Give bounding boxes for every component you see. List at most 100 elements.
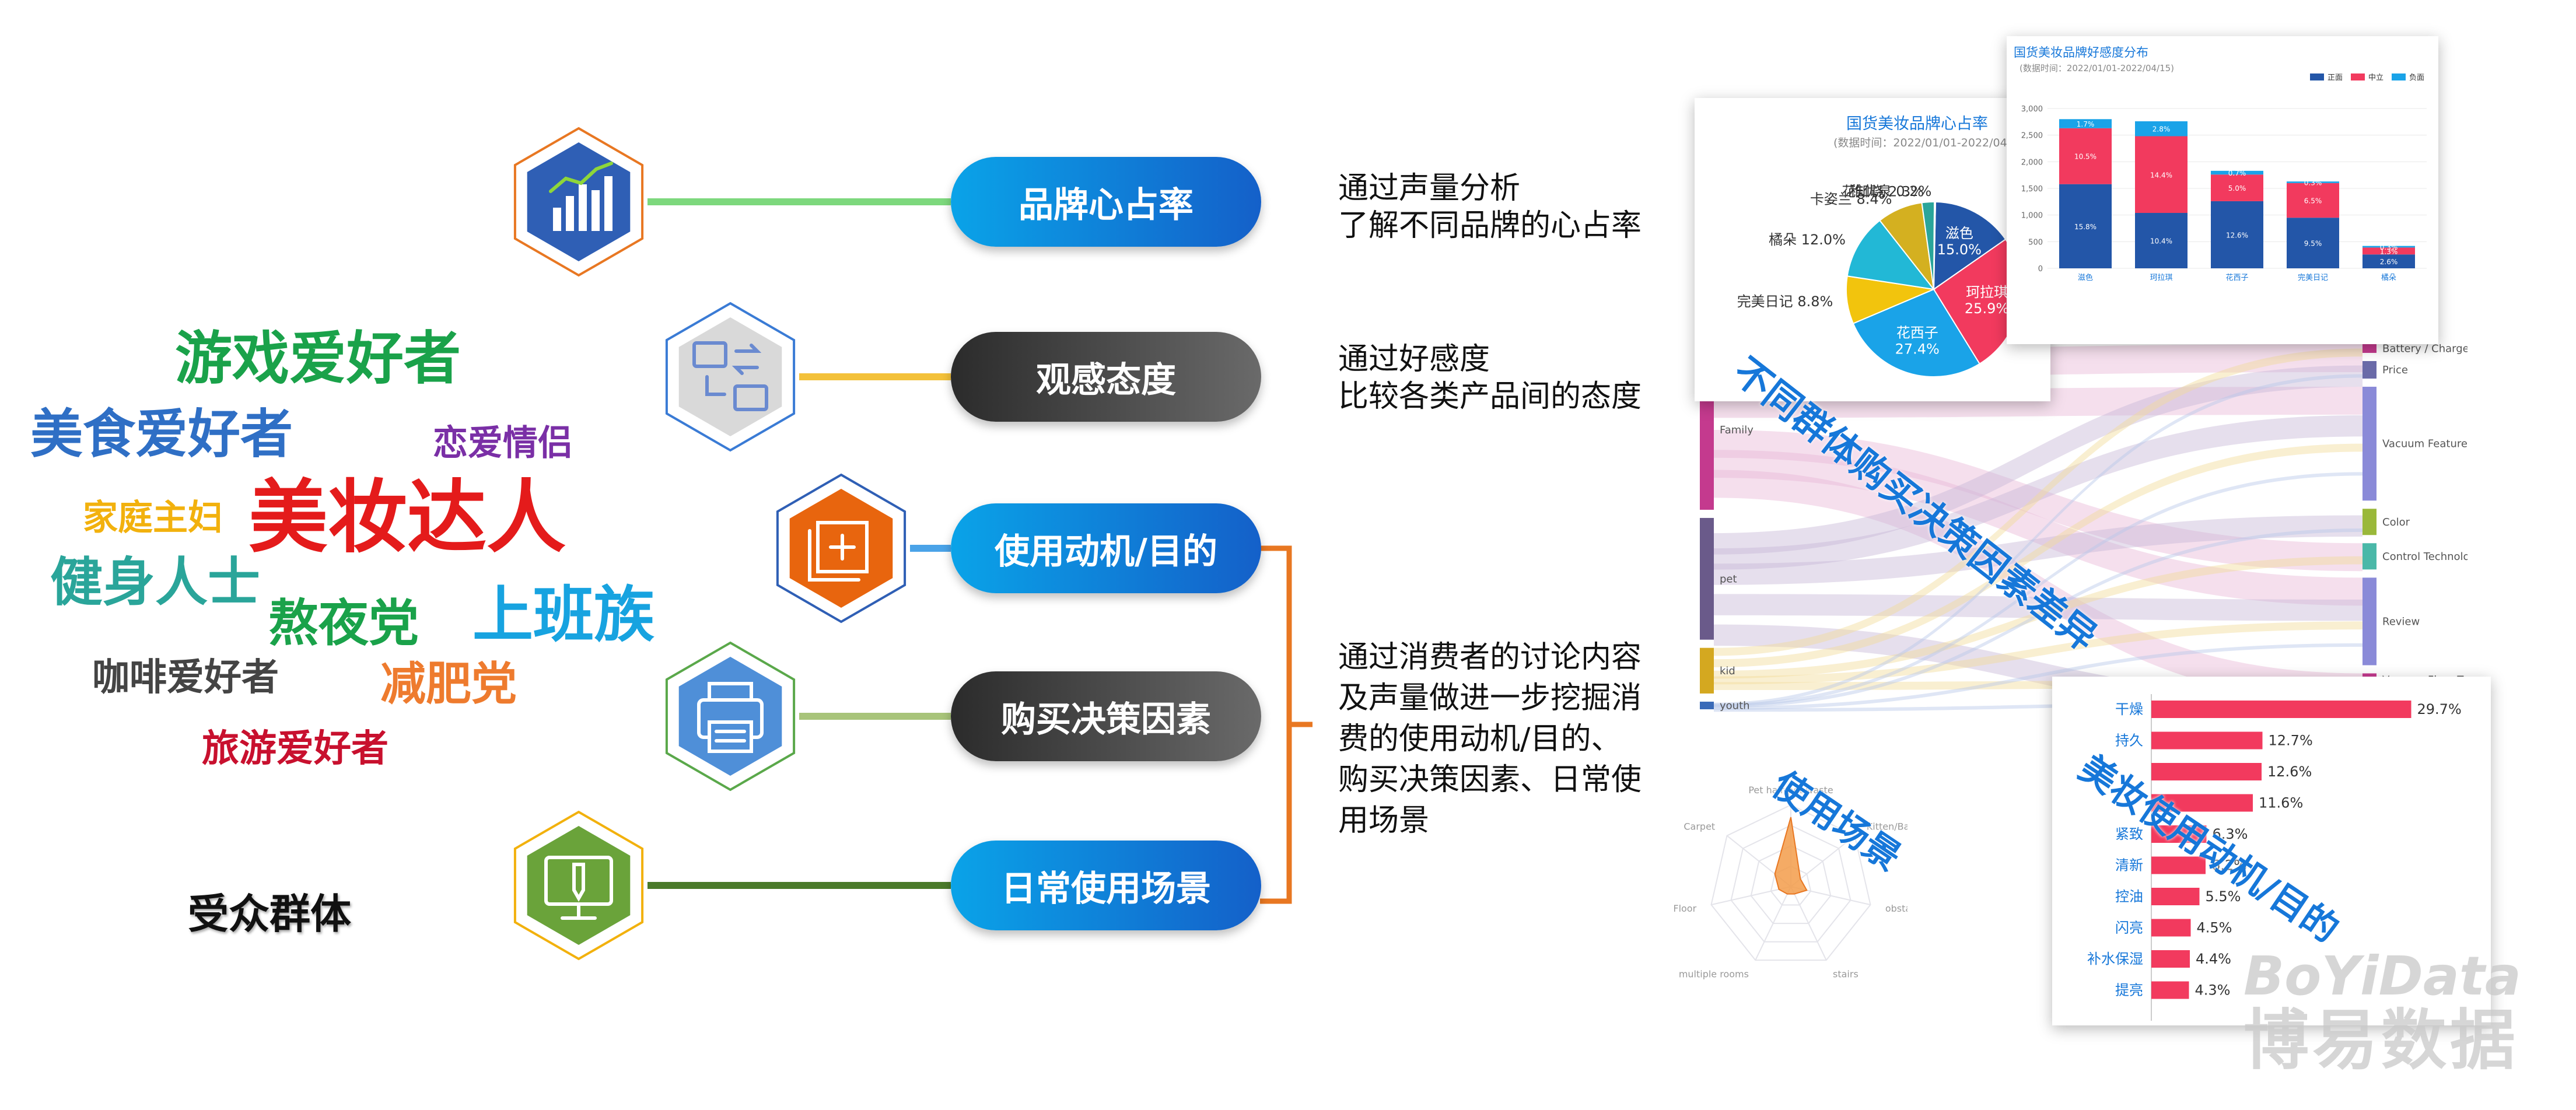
hbar-category: 紧致 <box>2115 826 2143 842</box>
radar-axis-label: Carpet <box>1684 821 1715 832</box>
pie-chart-subtitle: (数据时间：2022/01/01-2022/04/15) <box>1833 136 2029 149</box>
sankey-right-label: Review <box>2382 615 2420 628</box>
hbar-category: 提亮 <box>2115 982 2143 999</box>
bar-label: 0.3% <box>2304 178 2322 187</box>
hbar-bar <box>2151 919 2191 937</box>
hexagon-exchange-screens-icon <box>665 302 796 452</box>
bar-chart-icon <box>549 162 613 231</box>
audience-word: 美妆达人 <box>249 472 566 564</box>
stacked-bar <box>2287 181 2339 183</box>
radar-axis-label: Hard Floor <box>1674 903 1697 914</box>
bar-label: 0.7% <box>2228 169 2246 177</box>
pie-slice <box>1846 219 1936 290</box>
stacked-bar <box>2211 201 2263 268</box>
legend-label: 正面 <box>2328 73 2343 82</box>
y-tick: 3,000 <box>2021 105 2043 114</box>
hexagon-bar-chart-icon <box>513 127 644 277</box>
legend-swatch <box>2310 73 2324 80</box>
y-tick: 0 <box>2038 265 2043 274</box>
bar-label: 1.7% <box>2077 120 2095 128</box>
y-tick: 2,500 <box>2021 132 2043 141</box>
y-tick: 1,000 <box>2021 212 2043 220</box>
sankey-right-label: Price <box>2382 364 2408 376</box>
stacked-bar <box>2362 254 2415 268</box>
sankey-flow <box>1714 443 2362 667</box>
audience-word: 游戏爱好者 <box>175 325 461 392</box>
monitor-pen-icon <box>544 856 613 920</box>
sankey-flow <box>1714 621 2362 685</box>
bar-label: 0.3% <box>2380 243 2398 251</box>
audience-word: 上班族 <box>473 579 655 650</box>
hbar-bar <box>2151 950 2190 968</box>
pie-chart-card: 国货美妆品牌心占率 (数据时间：2022/01/01-2022/04/15) 滋… <box>1695 98 2050 401</box>
bar-label: 10.5% <box>2074 153 2096 161</box>
pill-attitude[interactable]: 观感态度 <box>951 332 1261 422</box>
y-tick: 1,500 <box>2021 185 2043 194</box>
hbar-bar <box>2151 701 2412 718</box>
pie-outer-label: 花知晓 2.3% <box>1842 183 1924 199</box>
radar-area <box>1774 817 1808 895</box>
radar-axis-label: multiple rooms <box>1679 969 1749 980</box>
sankey-left-label: pet <box>1720 573 1737 585</box>
watermark-logo: BoYiData 博易数据 <box>2244 945 2521 1079</box>
stacked-bar <box>2135 121 2188 136</box>
radar-axis-label: obstacles <box>1885 903 1908 914</box>
x-tick: 完美日记 <box>2298 274 2328 282</box>
pie-value: 15.0% <box>1937 241 1982 258</box>
hexagon-printer-icon <box>665 641 796 792</box>
stacked-bar <box>2135 136 2188 213</box>
radar-axis-label: stairs <box>1833 969 1859 980</box>
bar-label: 2.8% <box>2152 125 2171 134</box>
pie-slice <box>1852 288 1981 377</box>
printer-icon <box>697 682 764 753</box>
pill-purchase-factors[interactable]: 购买决策因素 <box>951 671 1261 761</box>
stacked-bar <box>2362 246 2415 248</box>
sankey-flow <box>1714 365 2362 555</box>
audience-word: 旅游爱好者 <box>202 727 388 771</box>
bar-label: 2.6% <box>2380 258 2398 266</box>
pill-motivation[interactable]: 使用动机/目的 <box>951 503 1261 593</box>
sankey-flow <box>1714 415 2362 570</box>
audience-word: 恋爱情侣 <box>433 423 573 464</box>
add-window-icon <box>808 521 869 582</box>
sankey-flow <box>1714 643 2362 710</box>
pill-brand-share[interactable]: 品牌心占率 <box>951 157 1261 247</box>
radar-axis <box>1790 886 1827 961</box>
sankey-flow <box>1714 515 2362 585</box>
radar-axis <box>1755 886 1791 961</box>
bar-label: 15.8% <box>2074 223 2096 231</box>
sankey-right-label: Vacuum Features <box>2382 438 2468 450</box>
stacked-bar <box>2287 218 2339 268</box>
bar-label: 14.4% <box>2150 171 2172 179</box>
hbar-bar <box>2151 825 2207 843</box>
stacked-bar <box>2211 170 2263 175</box>
bar-label: 12.6% <box>2226 231 2248 239</box>
radar-axis-label: Pet hair/pet waste <box>1748 785 1833 796</box>
radar-axis-label: Kitten/Baby sitting <box>1867 821 1908 832</box>
sankey-right-node <box>2362 577 2376 666</box>
audience-word: 熬夜党 <box>268 594 419 653</box>
sankey-left-node <box>1700 701 1714 709</box>
x-tick: 花西子 <box>2225 273 2248 282</box>
hbar-value: 4.5% <box>2197 920 2232 936</box>
audience-word: 健身人士 <box>50 552 260 613</box>
sankey-flow <box>1714 556 2362 679</box>
audience-word: 美食爱好者 <box>30 404 293 465</box>
pill-daily-scenes[interactable]: 日常使用场景 <box>951 841 1261 930</box>
hbar-category: 清新 <box>2115 857 2143 874</box>
radar-grid <box>1710 804 1871 961</box>
stacked-bar-card: 国货美妆品牌好感度分布 (数据时间：2022/01/01-2022/04/15)… <box>2007 36 2438 344</box>
sankey-flow <box>1714 429 2362 572</box>
bar-label: 5.0% <box>2228 184 2246 192</box>
stacked-bar-chart: 05001,0001,5002,0002,5003,00015.8%10.5%1… <box>2021 73 2427 282</box>
hbar-value: 5.5% <box>2206 888 2241 905</box>
pie-outer-label: 卡姿兰 8.4% <box>1810 191 1892 207</box>
audience-word: 减肥党 <box>380 658 517 710</box>
radar-axis <box>1790 835 1856 887</box>
hbar-value: 12.7% <box>2269 733 2313 749</box>
hbar-bar <box>2151 731 2263 750</box>
